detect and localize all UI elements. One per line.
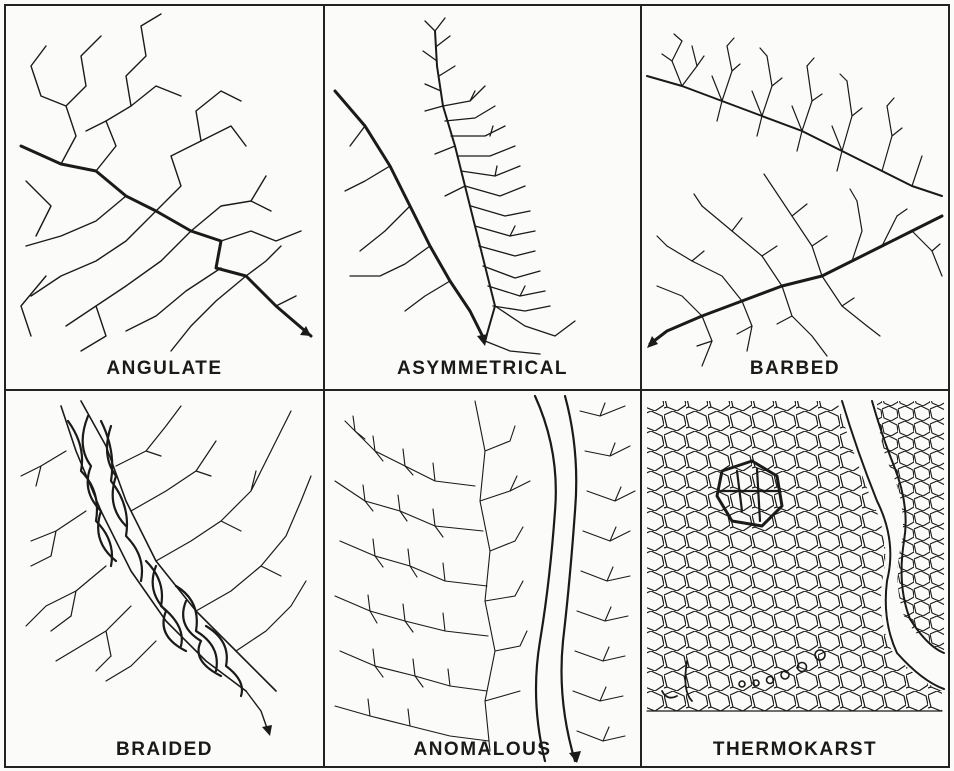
anomalous-pattern-drawing bbox=[325, 391, 640, 768]
panel-label-braided: BRAIDED bbox=[6, 739, 323, 761]
panel-asymmetrical: ASYMMETRICAL bbox=[325, 6, 640, 389]
panel-anomalous: ANOMALOUS bbox=[325, 391, 640, 768]
panel-thermokarst: THERMOKARST bbox=[642, 391, 948, 768]
panel-braided: BRAIDED bbox=[6, 391, 323, 768]
thermokarst-pattern-drawing bbox=[642, 391, 948, 768]
panel-angulate: ANGULATE bbox=[6, 6, 323, 389]
panel-label-anomalous: ANOMALOUS bbox=[325, 739, 640, 761]
panel-label-angulate: ANGULATE bbox=[6, 358, 323, 380]
asymmetrical-pattern-drawing bbox=[325, 6, 640, 389]
panel-barbed: BARBED bbox=[642, 6, 948, 389]
panel-label-asymmetrical: ASYMMETRICAL bbox=[325, 358, 640, 380]
barbed-pattern-drawing bbox=[642, 6, 948, 389]
angulate-pattern-drawing bbox=[6, 6, 323, 389]
panel-label-thermokarst: THERMOKARST bbox=[642, 739, 948, 761]
panel-label-barbed: BARBED bbox=[642, 358, 948, 380]
braided-pattern-drawing bbox=[6, 391, 323, 768]
